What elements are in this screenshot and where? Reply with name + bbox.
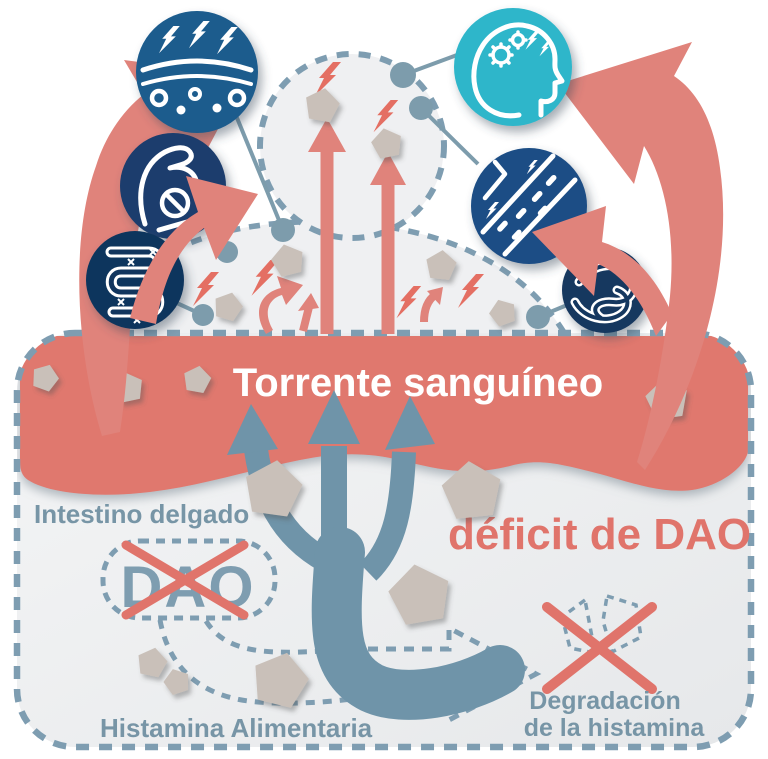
histamine-flow-path <box>157 619 542 725</box>
dao-cross-icon <box>121 540 249 620</box>
degradation-cross-icon <box>542 602 657 694</box>
bloodstream-label: Torrente sanguíneo <box>233 361 603 405</box>
symptom-connectors <box>167 50 578 329</box>
symptoms-arrow-right-branch <box>532 206 672 336</box>
symptoms-arrow-right <box>558 42 724 470</box>
histamine-degradation: Degradación de la histamina <box>524 593 706 742</box>
dao-enzyme-box: DAO <box>100 538 278 621</box>
degradation-label-line2: de la histamina <box>524 714 706 742</box>
brain-headache-icon <box>471 22 565 119</box>
histamine-release-arrows <box>308 118 406 334</box>
skin-rash-icon <box>140 21 254 115</box>
symptoms-arrow-left-branch <box>130 176 258 324</box>
degradation-label-line1: Degradación <box>529 687 680 715</box>
bloodstream-detail-circle <box>257 51 447 241</box>
release-curl-arrows <box>258 276 443 334</box>
histamine-trident-arrows <box>227 390 525 720</box>
dietary-histamine-label: Histamina Alimentaria <box>100 713 373 743</box>
blood-vessel-icon <box>480 153 578 257</box>
symptom-circle-skin <box>136 11 258 133</box>
symptom-circle-brain <box>454 8 572 126</box>
dao-deficit-label: déficit de DAO <box>448 510 751 559</box>
small-intestine-label: Intestino delgado <box>34 499 249 529</box>
